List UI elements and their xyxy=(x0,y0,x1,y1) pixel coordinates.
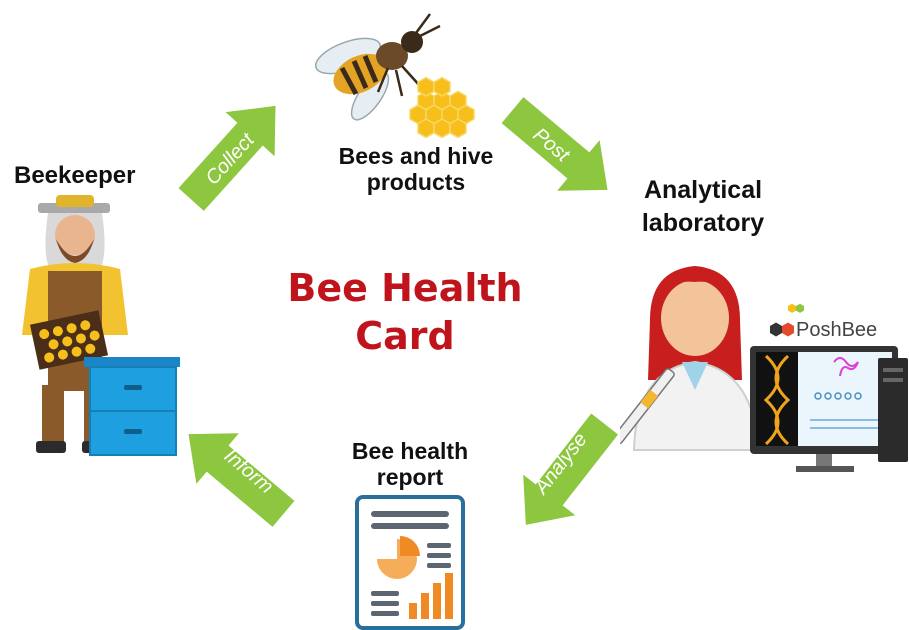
report-bar-chart xyxy=(409,603,417,619)
bee-illustration xyxy=(314,13,475,139)
beekeeper-beard xyxy=(56,239,94,263)
lab-illustration: PoshBee xyxy=(620,266,908,472)
bees-label-line-2: products xyxy=(366,169,466,196)
bee-thorax xyxy=(376,42,408,70)
beekeeper-illustration xyxy=(22,195,180,456)
hive-box-top xyxy=(89,366,177,412)
bee-head xyxy=(401,31,423,53)
bee-antennae xyxy=(414,13,441,38)
poshbee-logo-text: PoshBee xyxy=(796,319,877,341)
scientist-face xyxy=(661,280,729,356)
report-icon xyxy=(355,495,465,630)
computer-tower xyxy=(878,358,908,462)
lab-label-line-2: laboratory xyxy=(641,208,765,237)
title-line-2: Card xyxy=(355,313,455,358)
hive-roof xyxy=(84,357,180,367)
report-label-line-1: Bee health xyxy=(351,438,469,464)
protein-icon xyxy=(833,357,859,377)
bee-legs xyxy=(376,65,421,97)
beekeeper-label: Beekeeper xyxy=(14,162,136,189)
lab-label-line-1: Analytical xyxy=(643,176,763,204)
analyse-arrow: Analyse xyxy=(523,413,619,525)
diagram-title: Bee Health Card xyxy=(280,265,530,360)
lab-label: Analytical laboratory xyxy=(628,174,778,239)
bees-label-line-1: Bees and hive xyxy=(338,143,494,169)
inform-arrow: Inform xyxy=(188,433,295,527)
dna-helix-icon xyxy=(763,354,780,446)
honeycomb-icon xyxy=(409,76,475,139)
monitor-stand xyxy=(796,466,854,472)
report-label: Bee health report xyxy=(330,438,490,491)
hat-crown xyxy=(56,195,94,207)
poshbee-logo: PoshBee xyxy=(770,303,877,341)
report-label-line-2: report xyxy=(376,464,444,491)
collect-arrow: Collect xyxy=(178,105,276,211)
beekeeper-boot-left xyxy=(36,441,66,453)
bees-label: Bees and hive products xyxy=(318,143,514,196)
pipette-icon xyxy=(620,368,675,445)
title-line-1: Bee Health xyxy=(287,266,523,310)
post-arrow: Post xyxy=(501,97,608,191)
beekeeper-face xyxy=(55,215,95,255)
